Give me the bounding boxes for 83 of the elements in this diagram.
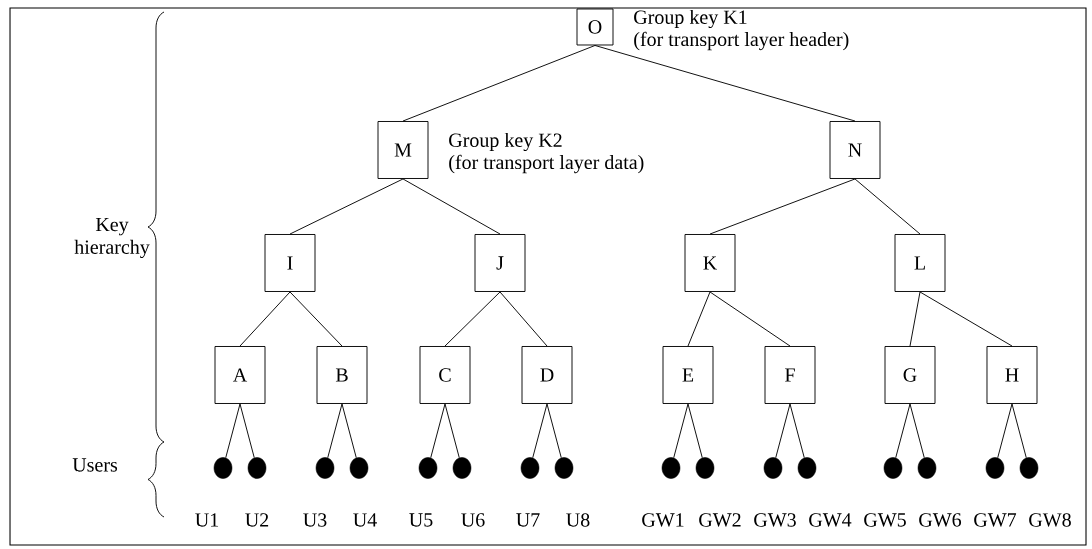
tree-line [909, 403, 925, 459]
tree-line [444, 403, 460, 459]
tree-line [402, 178, 501, 235]
tree-line [1011, 403, 1027, 459]
tree-line [499, 291, 548, 347]
tree-line [789, 403, 805, 459]
user-label: GW2 [699, 513, 741, 527]
user-label: GW5 [864, 513, 906, 527]
tree-line [775, 403, 791, 459]
user-dot [1019, 457, 1039, 479]
tree-line [687, 291, 711, 347]
tree-line [239, 291, 291, 347]
user-dot [520, 457, 540, 479]
user-label: GW8 [1029, 513, 1071, 527]
tree-line [997, 403, 1013, 459]
key-note: (for transport layer header) [634, 31, 849, 51]
key-box: G [884, 346, 936, 404]
key-box: C [419, 346, 471, 404]
user-dot [554, 457, 574, 479]
user-label: GW7 [974, 513, 1017, 527]
user-dot [213, 457, 233, 479]
tree-line [594, 45, 856, 122]
key-box: D [521, 346, 573, 404]
key-box: H [986, 346, 1038, 404]
tree-line [709, 291, 791, 347]
user-label: U2 [245, 513, 269, 527]
user-dot [917, 457, 937, 479]
key-box: A [214, 346, 266, 404]
tree-line [444, 291, 501, 347]
brace-label: Users [72, 458, 118, 472]
user-dot [797, 457, 817, 479]
user-label: U1 [195, 513, 219, 527]
tree-line [919, 291, 1013, 347]
tree-line [673, 403, 689, 459]
key-box: E [662, 346, 714, 404]
user-dot [661, 457, 681, 479]
tree-line [225, 403, 241, 459]
tree-line [289, 178, 404, 235]
key-box: O [576, 8, 614, 46]
user-dot [452, 457, 472, 479]
tree-line [430, 403, 446, 459]
user-dot [247, 457, 267, 479]
tree-line [895, 403, 911, 459]
user-dot [763, 457, 783, 479]
key-box: N [829, 121, 881, 179]
user-label: U5 [409, 513, 433, 527]
user-label: U8 [566, 513, 590, 527]
key-box: I [264, 234, 316, 292]
tree-line [341, 403, 357, 459]
user-label: GW3 [754, 513, 796, 527]
user-dot [315, 457, 335, 479]
user-label: GW1 [642, 513, 684, 527]
tree-line [687, 403, 703, 459]
brace-label: Key hierarchy [74, 217, 150, 258]
key-box: F [764, 346, 816, 404]
user-label: GW6 [919, 513, 962, 527]
user-dot [418, 457, 438, 479]
user-dot [349, 457, 369, 479]
user-label: U3 [303, 513, 327, 527]
tree-line [289, 291, 343, 347]
key-note: Group key K2 [449, 132, 562, 152]
tree-line [546, 403, 562, 459]
tree-line [532, 403, 548, 459]
key-box: L [894, 234, 946, 292]
user-label: GW4 [809, 513, 852, 527]
tree-line [402, 45, 596, 122]
user-dot [985, 457, 1005, 479]
key-box: K [684, 234, 736, 292]
tree-line [709, 178, 856, 235]
tree-line [854, 178, 921, 235]
key-note: Group key K1 [634, 9, 747, 29]
user-dot [695, 457, 715, 479]
user-dot [883, 457, 903, 479]
user-label: U7 [516, 513, 540, 527]
key-box: B [316, 346, 368, 404]
user-label: U4 [353, 513, 377, 527]
tree-line [239, 403, 255, 459]
user-label: U6 [461, 513, 485, 527]
tree-line [909, 291, 921, 347]
key-note: (for transport layer data) [449, 154, 644, 174]
key-box: J [474, 234, 526, 292]
tree-line [327, 403, 343, 459]
key-box: M [377, 121, 429, 179]
